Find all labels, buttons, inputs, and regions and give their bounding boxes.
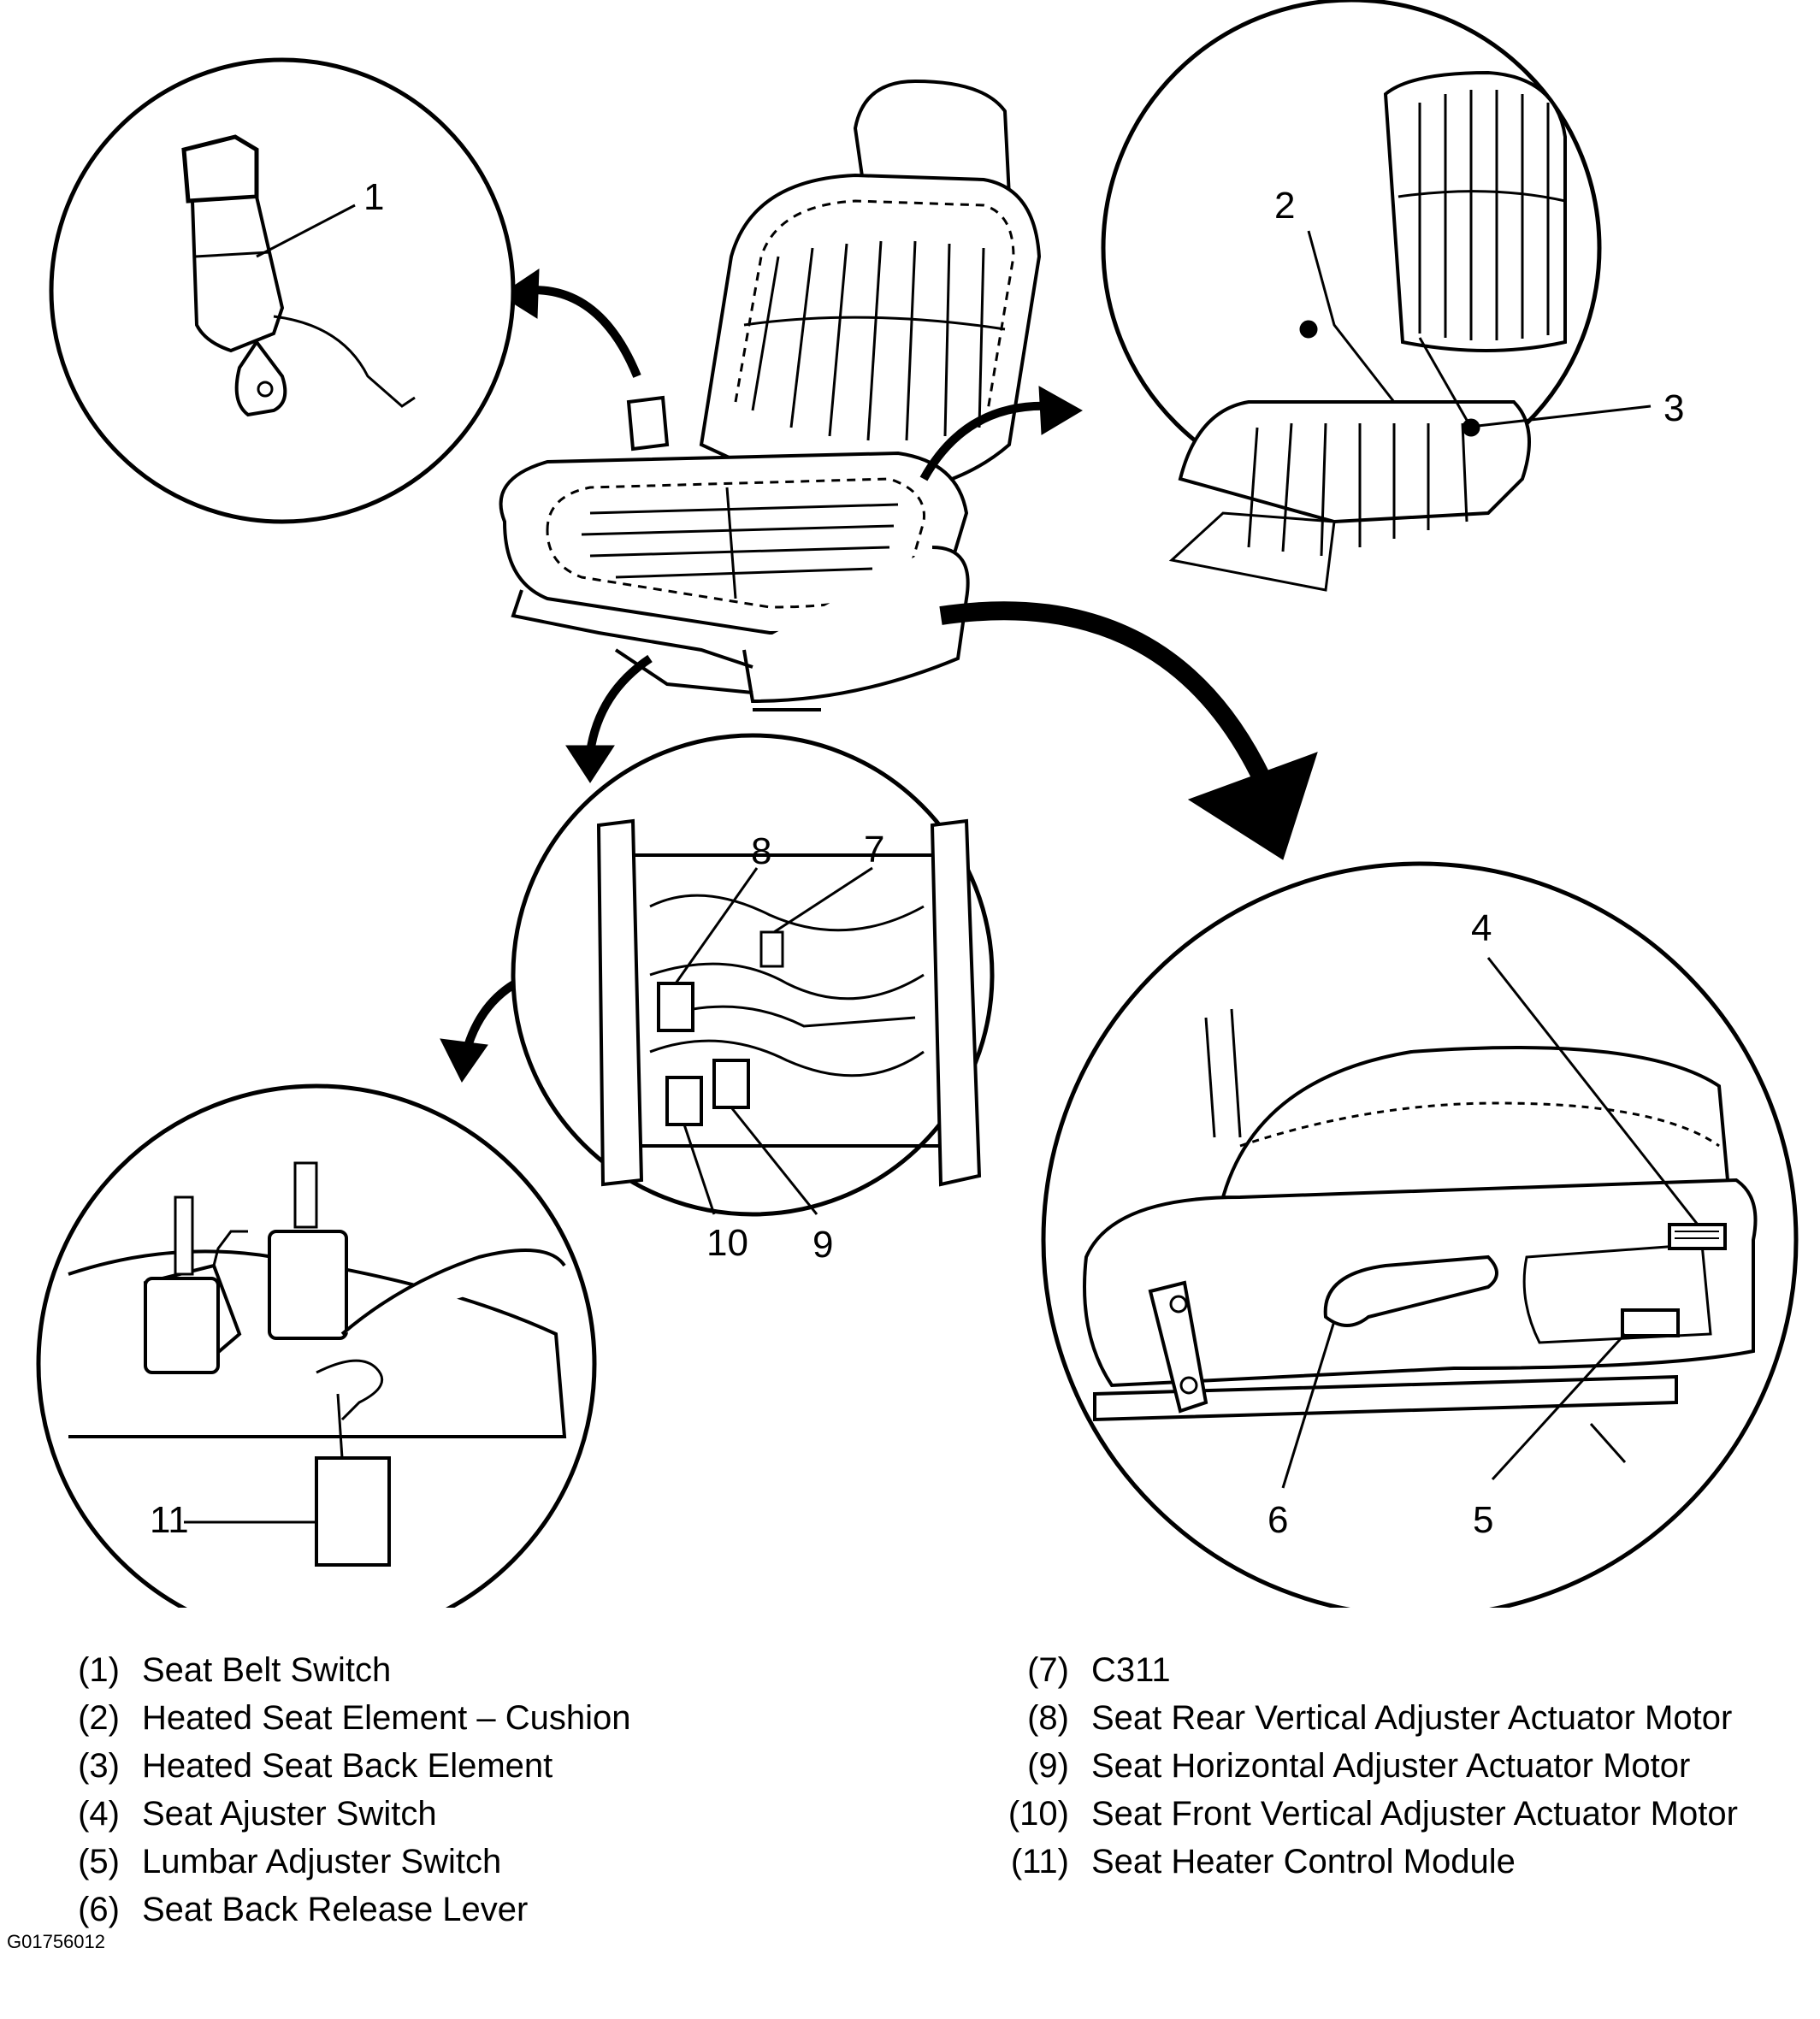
callout-10: 10 [706,1222,748,1264]
legend-left: (1)Seat Belt Switch (2)Heated Seat Eleme… [60,1646,630,1933]
detail-seat-belt-switch [49,57,516,524]
callout-2: 2 [1274,185,1295,227]
detail-seat-side-switches [1041,861,1799,1608]
arrow-to-frame-icon [565,745,615,783]
detail-heated-seat-elements [1101,0,1652,592]
callout-8: 8 [751,830,771,872]
legend-item: (4)Seat Ajuster Switch [78,1795,437,1833]
legend-item: (10)Seat Front Vertical Adjuster Actuato… [1008,1795,1738,1833]
legend-item: (8)Seat Rear Vertical Adjuster Actuator … [1027,1699,1733,1737]
callout-7: 7 [864,829,884,871]
legend-item: (1)Seat Belt Switch [78,1651,392,1689]
legend-item: (3)Heated Seat Back Element [78,1747,553,1785]
legend-right: (7)C311 (8)Seat Rear Vertical Adjuster A… [1001,1646,1738,1886]
legend-item: (7)C311 [1027,1651,1171,1689]
arrow-to-side-switches-icon [1187,752,1318,860]
callout-4: 4 [1471,907,1492,949]
legend-item: (9)Seat Horizontal Adjuster Actuator Mot… [1027,1747,1691,1785]
seat-components-illustration: 1 2 3 [36,0,1799,1608]
callout-11: 11 [150,1499,189,1541]
callout-1: 1 [363,176,384,218]
detail-seat-heater-module [36,1083,597,1608]
callout-6: 6 [1268,1499,1288,1541]
legend-item: (6)Seat Back Release Lever [78,1891,529,1928]
figure-id: G01756012 [7,1931,105,1952]
legend-item: (11)Seat Heater Control Module [1010,1843,1516,1880]
legend-item: (2)Heated Seat Element – Cushion [78,1699,631,1737]
central-seat [499,79,1042,711]
callout-arrows [440,269,1318,1083]
legend-item: (5)Lumbar Adjuster Switch [78,1843,502,1880]
callout-3: 3 [1663,387,1684,429]
arrow-to-heater-module-icon [440,1038,488,1083]
callout-5: 5 [1473,1499,1493,1541]
arrow-to-belt-switch-icon [499,269,540,319]
callout-9: 9 [812,1224,833,1266]
detail-seat-frame-motors [511,733,995,1217]
arrow-to-heated-seat-icon [1038,386,1083,435]
